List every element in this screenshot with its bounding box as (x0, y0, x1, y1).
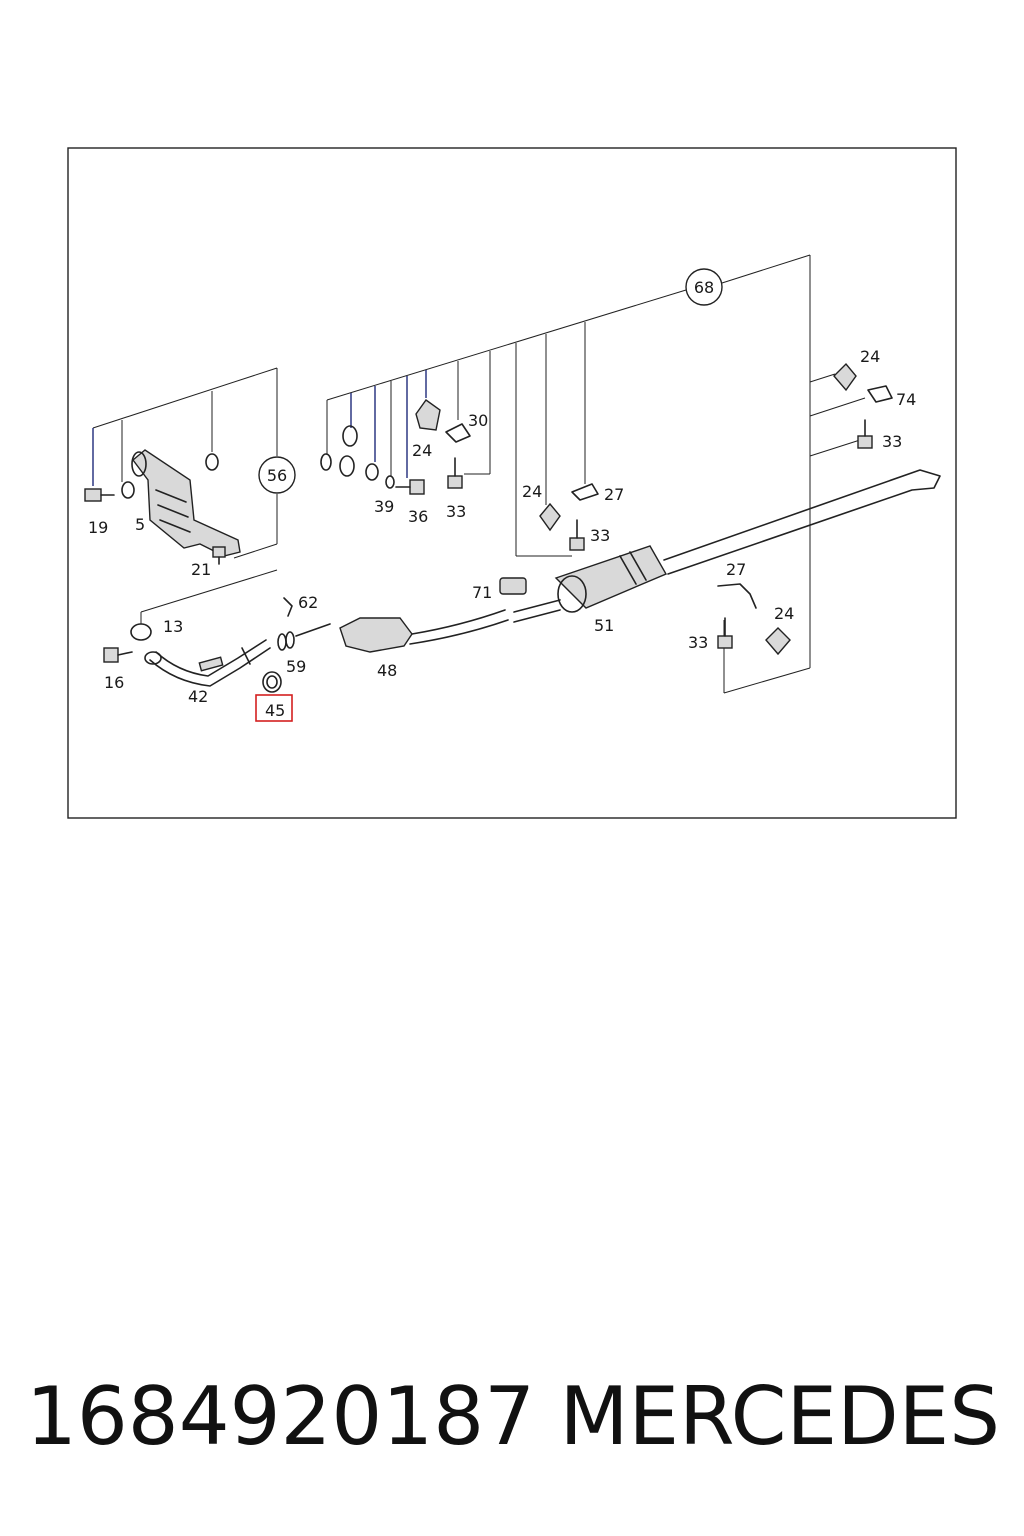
callout-56-label: 56 (267, 466, 287, 485)
diagram-frame (67, 147, 957, 819)
label-5: 5 (135, 515, 145, 534)
label-21: 21 (191, 560, 211, 579)
label-36: 36 (408, 507, 428, 526)
bolt-36-part (395, 479, 425, 495)
label-16: 16 (104, 673, 124, 692)
screw-33a-part (857, 419, 873, 449)
bolt-16-part (103, 647, 133, 663)
label-13: 13 (163, 617, 183, 636)
clamp-71-part (499, 577, 527, 595)
label-51: 51 (594, 616, 614, 635)
label-74: 74 (896, 390, 916, 409)
bracket-74-part (867, 385, 893, 403)
label-27a: 27 (604, 485, 624, 504)
bolt-19-part (84, 488, 115, 502)
footer: 1684920187 MERCEDES (0, 1370, 1024, 1480)
part-number: 1684920187 (26, 1370, 535, 1463)
bracket-30-part (445, 423, 471, 443)
flange-13-part (130, 623, 152, 641)
rubber-hanger-24a-part (833, 362, 857, 392)
label-33b: 33 (446, 502, 466, 521)
label-45: 45 (265, 701, 285, 720)
callout-68-label: 68 (694, 278, 714, 297)
label-33a: 33 (882, 432, 902, 451)
rubber-hanger-24d-part (765, 627, 791, 656)
screw-33c-part (569, 519, 585, 551)
callout-56-circle (258, 456, 296, 494)
rubber-hanger-24c-part (539, 502, 561, 532)
seal-ring-45-part (262, 671, 282, 693)
label-42: 42 (188, 687, 208, 706)
label-33c: 33 (590, 526, 610, 545)
label-24c: 24 (522, 482, 542, 501)
highlight-box-45 (255, 694, 293, 722)
gasket-ring-part (205, 453, 219, 471)
gasket-part (144, 651, 162, 665)
label-62: 62 (298, 593, 318, 612)
muffler-51-part (554, 545, 667, 613)
screw-33d-part (717, 617, 733, 649)
part-labels: 24 74 33 30 24 39 36 33 24 27 33 19 5 21… (88, 347, 916, 720)
label-19: 19 (88, 518, 108, 537)
callout-68-circle (685, 268, 723, 306)
label-48: 48 (377, 661, 397, 680)
brand-name: MERCEDES (559, 1370, 1000, 1463)
exhaust-system-diagram: 68 56 (67, 147, 957, 819)
label-59: 59 (286, 657, 306, 676)
leader-group-68 (326, 254, 866, 694)
bracket-27a-part (571, 483, 599, 501)
leader-group-56 (92, 367, 278, 624)
label-39: 39 (374, 497, 394, 516)
label-24b: 24 (412, 441, 432, 460)
nut-part (385, 475, 395, 489)
label-24d: 24 (774, 604, 794, 623)
label-24a: 24 (860, 347, 880, 366)
screw-21-part (212, 546, 226, 565)
intermediate-pipe-part (513, 599, 561, 623)
manifold-catalyst-part (131, 449, 241, 557)
label-27b: 27 (726, 560, 746, 579)
label-71: 71 (472, 583, 492, 602)
washer-part (121, 481, 135, 499)
label-30: 30 (468, 411, 488, 430)
rubber-hanger-24b-part (415, 399, 441, 431)
label-33d: 33 (688, 633, 708, 652)
clip-62-part (283, 597, 293, 617)
bracket-27b-part (717, 583, 757, 609)
screw-33b-part (447, 457, 463, 489)
hanger-part (339, 425, 358, 477)
washer-39-part (365, 463, 379, 481)
seal-rings-59-part (277, 631, 295, 651)
gasket-ring-part (320, 453, 332, 471)
front-pipe-42-part (149, 639, 271, 687)
tail-pipe-part (663, 469, 941, 575)
catalytic-converter-48-part (295, 609, 509, 653)
